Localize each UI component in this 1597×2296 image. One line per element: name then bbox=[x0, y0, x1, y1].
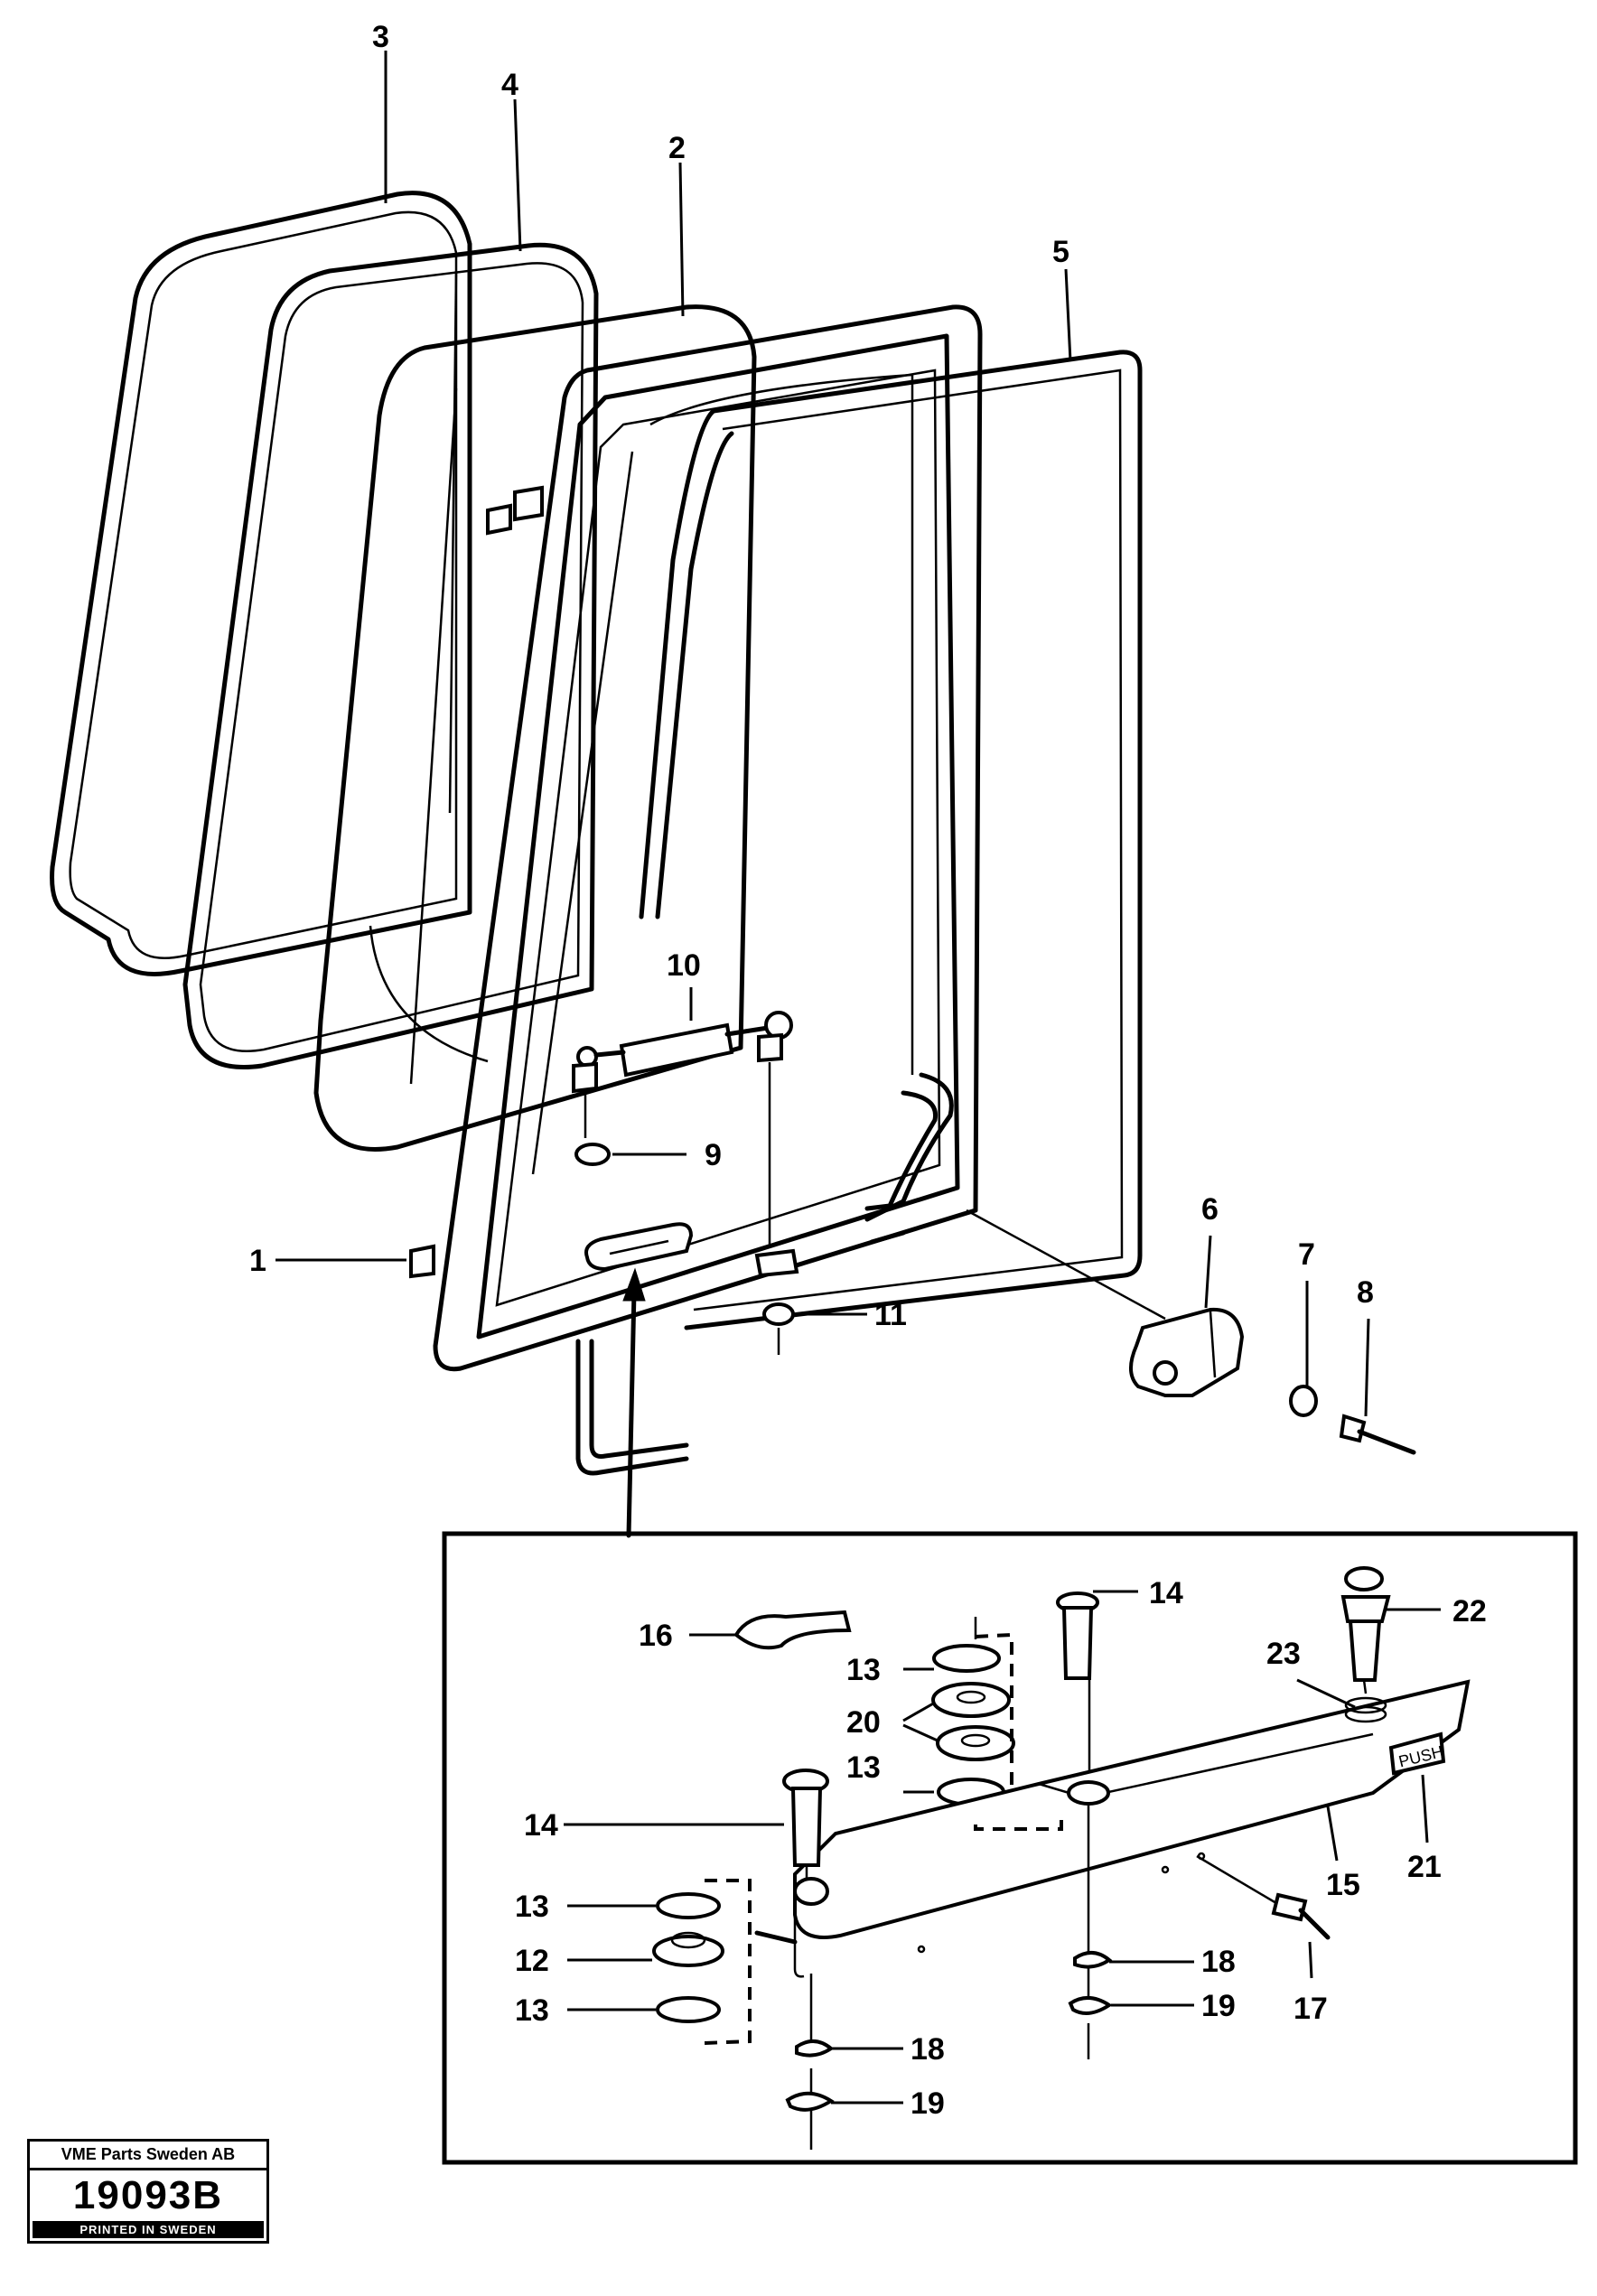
label-14-upper: 14 bbox=[1149, 1576, 1183, 1610]
label-2: 2 bbox=[668, 131, 686, 165]
label-13-b: 13 bbox=[846, 1750, 881, 1785]
label-19-right: 19 bbox=[1201, 1989, 1236, 2023]
label-18-left: 18 bbox=[911, 2032, 945, 2067]
stamp-number: 19093B bbox=[72, 2173, 224, 2217]
washer-part-19-left bbox=[785, 2091, 835, 2112]
clip-part-18-right bbox=[1073, 1951, 1113, 1969]
lower-handle bbox=[584, 1222, 694, 1272]
washer-part-19-right bbox=[1068, 1996, 1113, 2015]
lock-part-6 bbox=[966, 1209, 1245, 1397]
label-21: 21 bbox=[1407, 1850, 1442, 1884]
label-13-c: 13 bbox=[515, 1890, 549, 1924]
push-plate-part-21: PUSH bbox=[1388, 1731, 1446, 1776]
door-frame bbox=[433, 304, 983, 1372]
screw-part-8 bbox=[1339, 1414, 1416, 1455]
label-6: 6 bbox=[1201, 1192, 1219, 1227]
button-part-22 bbox=[1340, 1566, 1391, 1694]
label-16: 16 bbox=[639, 1619, 673, 1653]
pin-part-14-lower bbox=[782, 1769, 829, 1881]
pin-part-14-upper bbox=[1056, 1591, 1099, 1775]
leader-lines bbox=[276, 51, 1441, 2105]
lower-bushing-stack bbox=[652, 1879, 798, 2045]
stamp-footer: PRINTED IN SWEDEN bbox=[33, 2221, 264, 2238]
label-15: 15 bbox=[1326, 1868, 1360, 1902]
label-8: 8 bbox=[1357, 1275, 1374, 1310]
label-3: 3 bbox=[372, 20, 389, 54]
screw-part-17 bbox=[1271, 1892, 1331, 1940]
gas-strut-part-10 bbox=[572, 1011, 793, 1246]
label-14-lower: 14 bbox=[524, 1808, 558, 1843]
nut-part-11 bbox=[754, 1248, 799, 1355]
washer-part-9 bbox=[574, 1143, 611, 1166]
label-13-d: 13 bbox=[515, 1993, 549, 2028]
spring-part-16 bbox=[733, 1610, 852, 1650]
label-23: 23 bbox=[1266, 1637, 1301, 1671]
hinge-part-1 bbox=[409, 485, 544, 1279]
glass-part-2 bbox=[313, 304, 757, 1152]
label-7: 7 bbox=[1298, 1237, 1315, 1272]
detail-box bbox=[442, 1531, 1578, 2165]
label-5: 5 bbox=[1052, 235, 1069, 269]
label-13-a: 13 bbox=[846, 1653, 881, 1687]
seal-part-3 bbox=[50, 191, 472, 976]
part-labels: 3 4 2 5 10 9 1 11 6 7 8 16 14 22 23 13 2… bbox=[249, 20, 1487, 2121]
label-22: 22 bbox=[1452, 1594, 1487, 1629]
label-4: 4 bbox=[501, 68, 518, 102]
upper-bushing-stack bbox=[931, 1617, 1015, 1806]
label-1: 1 bbox=[249, 1244, 266, 1278]
clip-part-18-left bbox=[795, 2039, 835, 2058]
label-10: 10 bbox=[667, 948, 701, 983]
label-12: 12 bbox=[515, 1944, 549, 1978]
catalog-stamp: VME Parts Sweden AB 19093B PRINTED IN SW… bbox=[27, 2139, 269, 2244]
stamp-company: VME Parts Sweden AB bbox=[30, 2142, 266, 2170]
label-11: 11 bbox=[874, 1298, 907, 1332]
washer-part-7 bbox=[1289, 1385, 1318, 1417]
label-17: 17 bbox=[1293, 1992, 1328, 2026]
seal-part-5 bbox=[575, 350, 1143, 1476]
spring-part-23 bbox=[1344, 1696, 1387, 1723]
seal-part-4 bbox=[182, 242, 599, 1069]
arm-part-15 bbox=[793, 1679, 1471, 2150]
label-19-left: 19 bbox=[911, 2086, 945, 2121]
label-18-right: 18 bbox=[1201, 1945, 1236, 1979]
label-20: 20 bbox=[846, 1705, 881, 1740]
detail-arrow bbox=[622, 1267, 646, 1538]
label-9: 9 bbox=[705, 1138, 722, 1172]
inner-handle bbox=[864, 1072, 954, 1245]
